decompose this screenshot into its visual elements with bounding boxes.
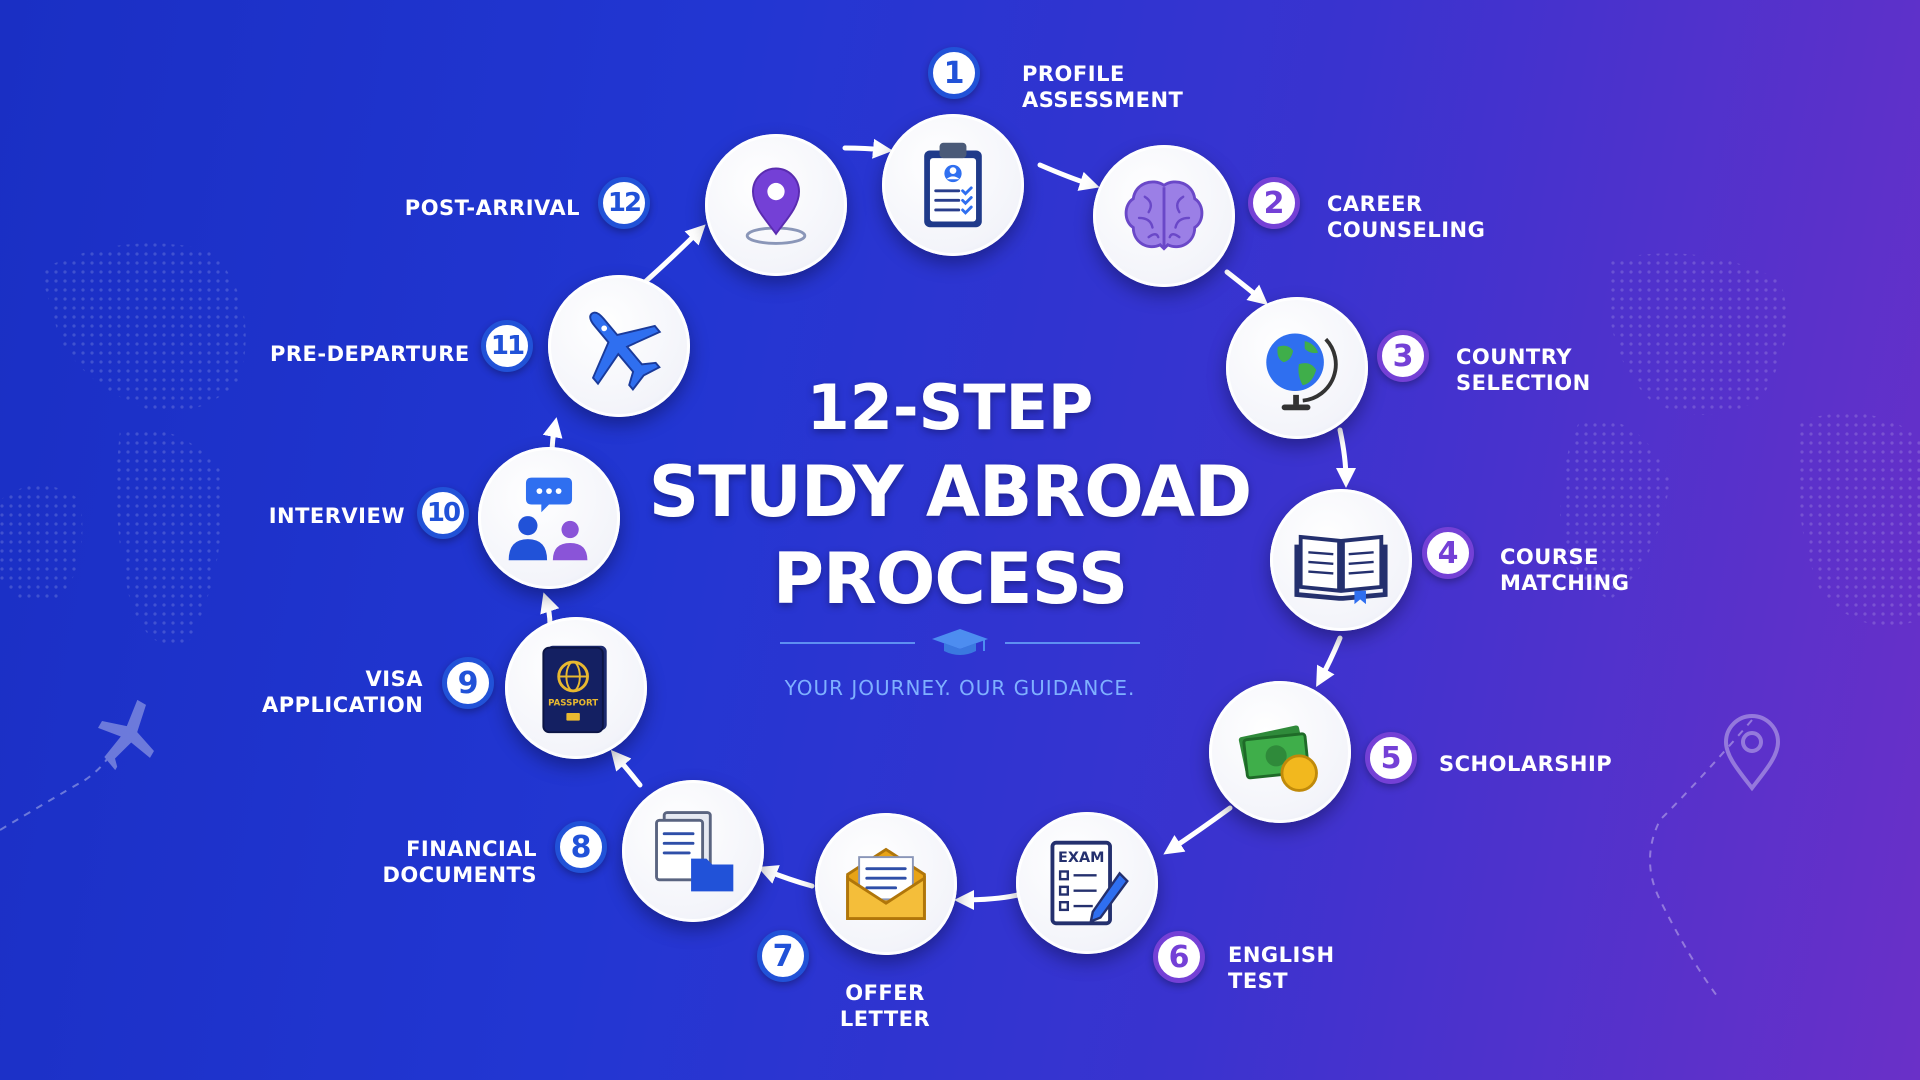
graduation-cap-icon xyxy=(932,629,988,655)
exam-icon-text: EXAM xyxy=(1058,850,1104,866)
step-8-badge: 8 xyxy=(555,821,607,873)
arrow-1-2 xyxy=(1037,162,1100,191)
step-1-badge: 1 xyxy=(928,47,980,99)
arrow-7-8 xyxy=(757,865,815,889)
step-9-badge: 9 xyxy=(442,657,494,709)
arrow-8-9 xyxy=(610,749,643,788)
decor-pin-icon xyxy=(1649,714,1781,1001)
step-7-badge: 7 xyxy=(757,930,809,982)
globe-icon xyxy=(1266,333,1338,411)
envelope-letter-icon xyxy=(846,847,926,920)
title-line-1: 12-STEP xyxy=(806,371,1094,444)
arrow-12-1 xyxy=(842,138,893,159)
step-2-node xyxy=(1093,145,1235,287)
world-map-dots-right xyxy=(1560,253,1920,626)
tagline: YOUR JOURNEY. OUR GUIDANCE. xyxy=(784,676,1136,700)
passport-icon: PASSPORT xyxy=(542,645,607,734)
step-12-node xyxy=(705,134,847,276)
step-4-badge: 4 xyxy=(1422,527,1474,579)
exam-paper-icon: EXAM xyxy=(1050,840,1129,926)
arrow-2-3 xyxy=(1224,269,1269,306)
step-12-label: POST-ARRIVAL xyxy=(404,196,580,220)
arrow-3-4 xyxy=(1335,427,1356,488)
world-map-dots-left xyxy=(0,243,246,645)
step-3-node xyxy=(1226,297,1368,439)
location-pin-icon xyxy=(745,167,807,245)
arrow-6-7 xyxy=(954,889,1021,910)
step-4-node xyxy=(1270,489,1412,631)
diagram-title: 12-STEP STUDY ABROAD PROCESS xyxy=(600,368,1300,622)
step-11-node xyxy=(548,275,690,417)
arrow-4-5 xyxy=(1316,635,1343,687)
step-11-badge: 11 xyxy=(481,320,533,372)
step-6-badge: 6 xyxy=(1153,931,1205,983)
step-1-node xyxy=(882,114,1024,256)
step-8-node xyxy=(622,780,764,922)
open-book-icon xyxy=(1294,534,1388,605)
step-9-node: PASSPORT xyxy=(505,617,647,759)
decor-airplane-icon xyxy=(0,699,154,831)
brain-icon xyxy=(1124,180,1204,251)
people-chat-icon xyxy=(508,477,588,561)
step-6-node: EXAM xyxy=(1016,812,1158,954)
step-11-label: PRE-DEPARTURE xyxy=(270,342,470,366)
passport-icon-text: PASSPORT xyxy=(548,698,598,708)
arrow-11-12 xyxy=(642,224,706,285)
step-5-badge: 5 xyxy=(1365,732,1417,784)
arrow-5-6 xyxy=(1163,805,1233,855)
step-10-node xyxy=(478,447,620,589)
step-10-label: INTERVIEW xyxy=(268,504,405,528)
money-coin-icon xyxy=(1238,725,1318,792)
documents-folder-icon xyxy=(655,811,734,892)
step-12-badge: 12 xyxy=(598,177,650,229)
step-3-badge: 3 xyxy=(1377,330,1429,382)
step-2-badge: 2 xyxy=(1248,177,1300,229)
step-10-badge: 10 xyxy=(417,487,469,539)
step-7-node xyxy=(815,813,957,955)
airplane-icon xyxy=(589,311,662,391)
title-divider xyxy=(780,629,1140,655)
step-5-node xyxy=(1209,681,1351,823)
clipboard-checklist-icon xyxy=(924,142,982,228)
title-line-2: STUDY ABROAD xyxy=(648,451,1252,533)
step-5-label: SCHOLARSHIP xyxy=(1439,752,1613,776)
title-line-3: PROCESS xyxy=(772,538,1129,620)
